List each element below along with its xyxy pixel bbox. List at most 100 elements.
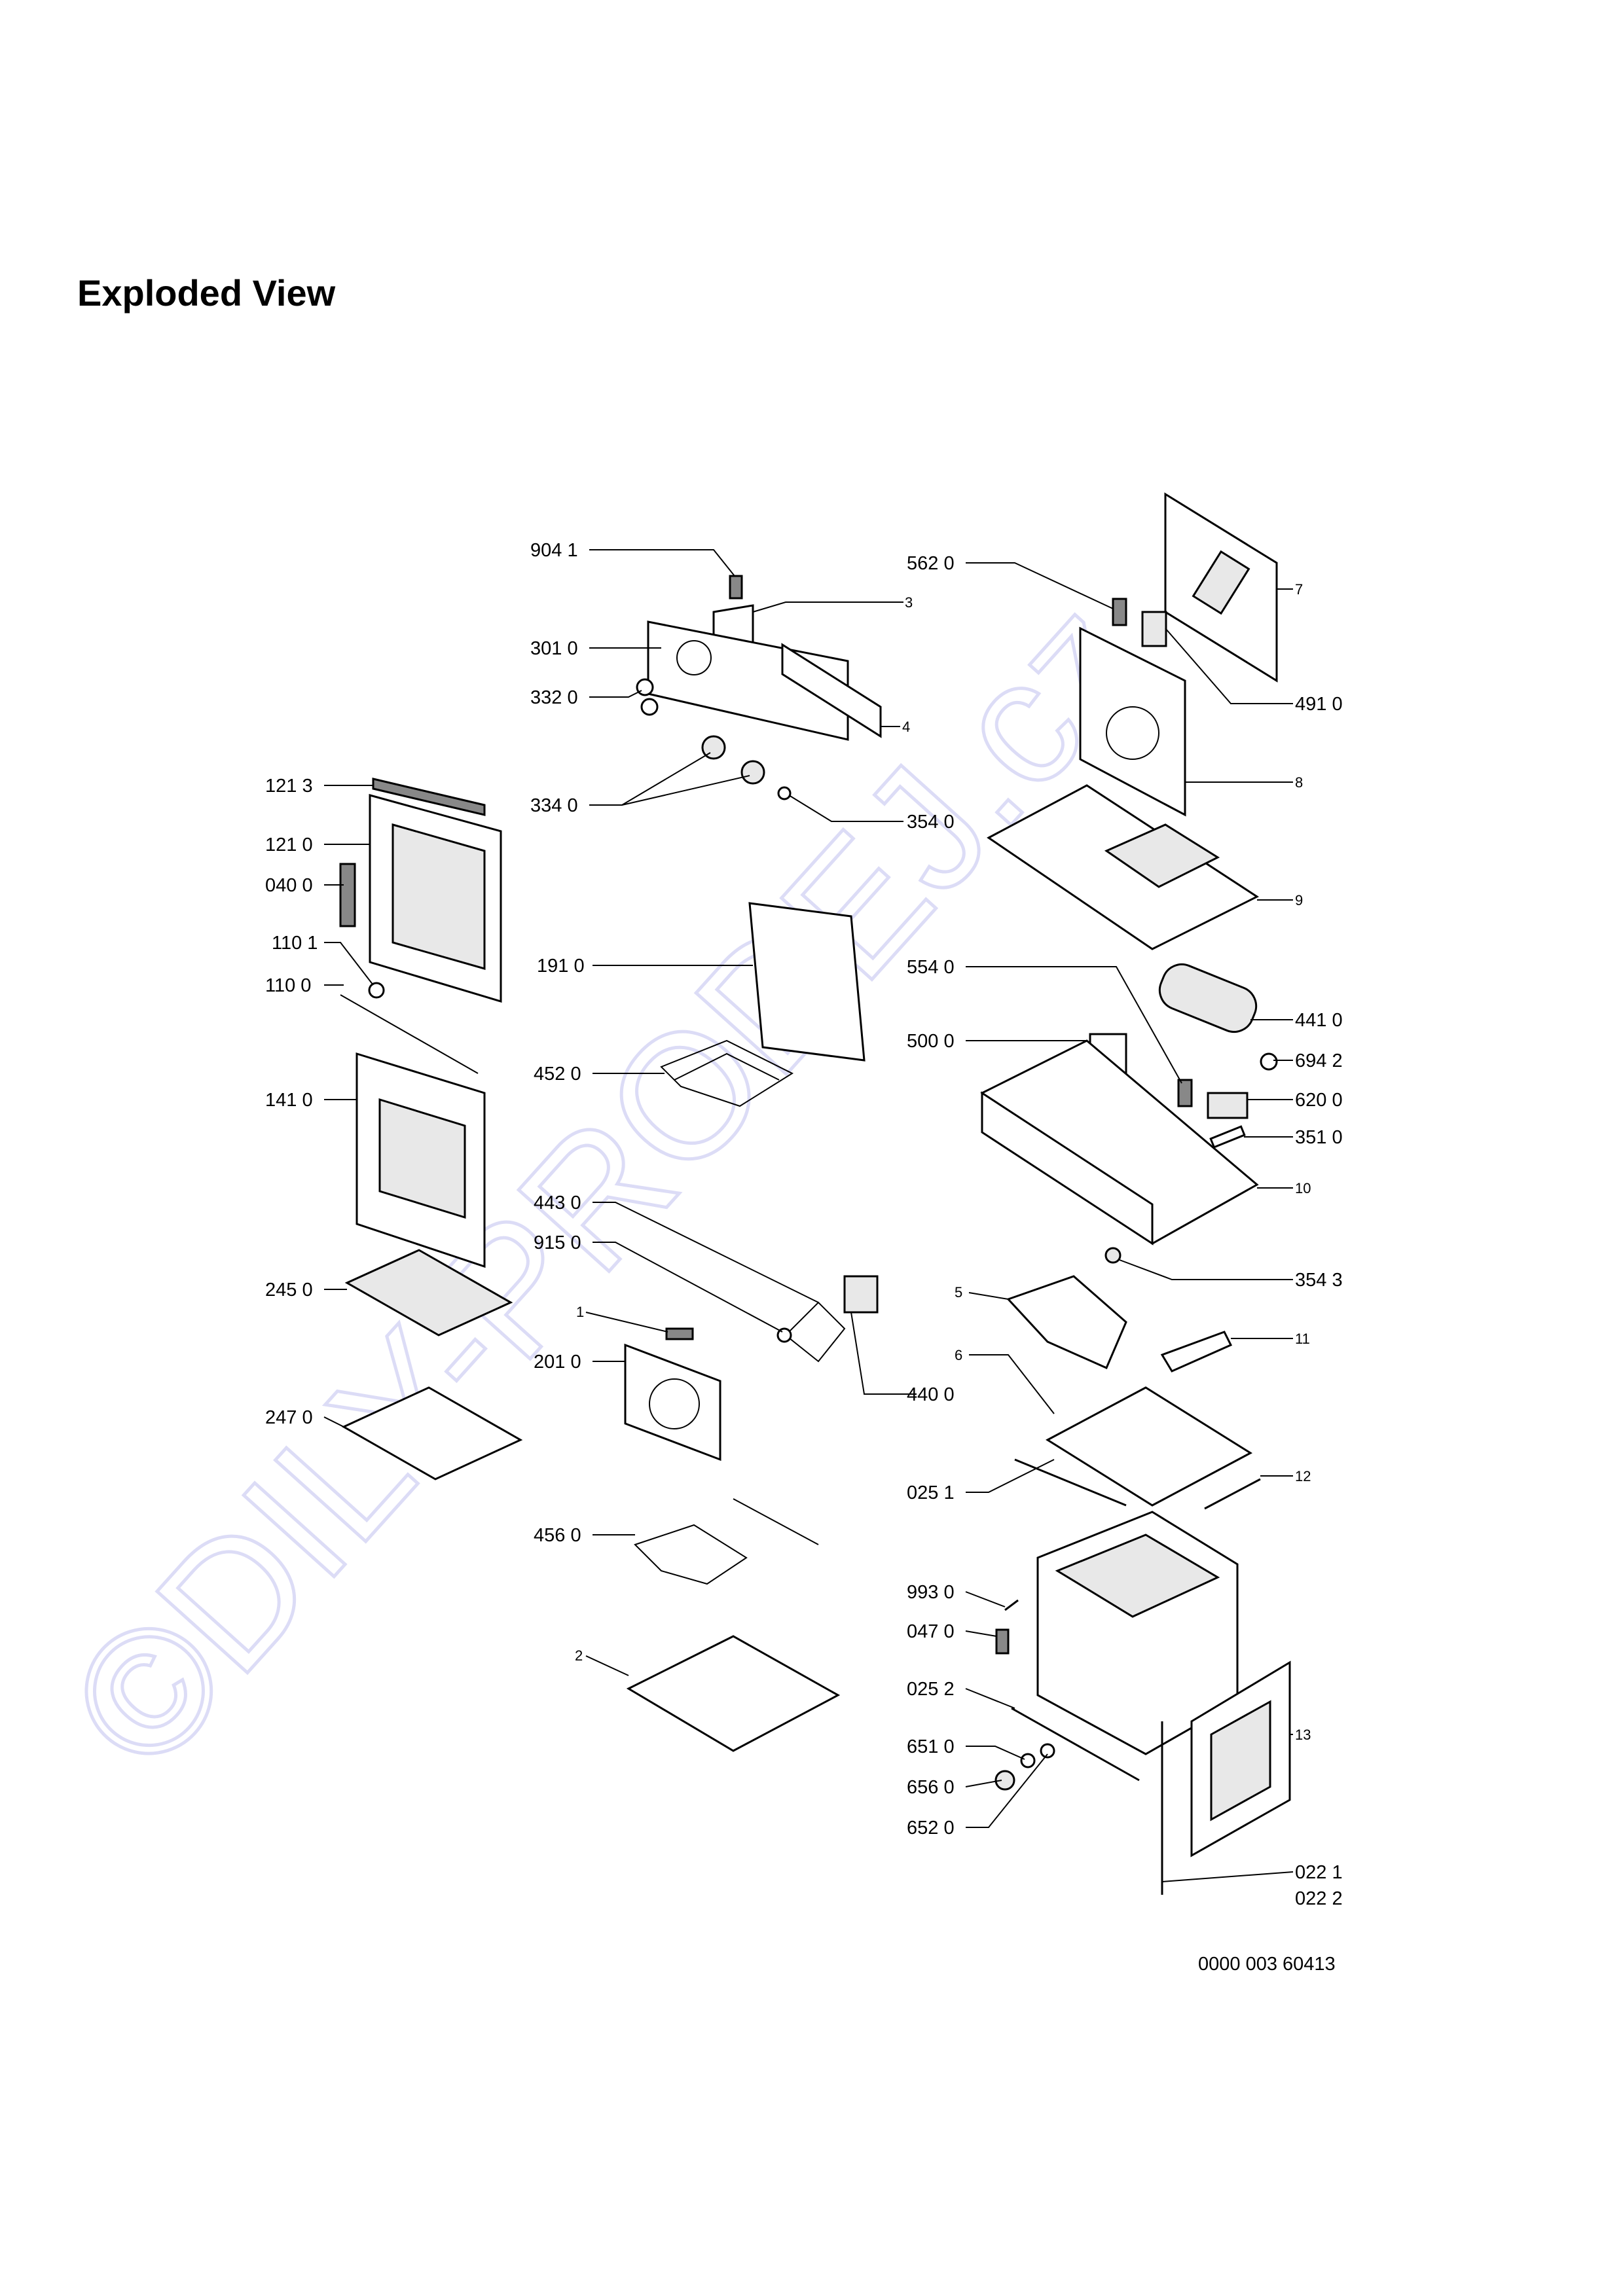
part-6520-shape xyxy=(1040,1743,1055,1759)
label-452-0: 452 0 xyxy=(534,1064,581,1085)
part-9-shape xyxy=(987,784,1260,950)
part-6942-shape xyxy=(1260,1052,1278,1071)
label-694-2: 694 2 xyxy=(1295,1050,1343,1071)
part-3340-knob-a xyxy=(701,735,726,760)
part-3010-hole xyxy=(676,640,712,675)
part-2-shape xyxy=(626,1635,841,1752)
part-4-shape xyxy=(781,643,882,738)
part-8-shape xyxy=(1079,626,1186,817)
label-441-0: 441 0 xyxy=(1295,1010,1343,1031)
label-500-0: 500 0 xyxy=(907,1031,955,1052)
rear-group xyxy=(987,492,1278,950)
part-4430-shape xyxy=(784,1301,846,1363)
label-10: 10 xyxy=(1295,1180,1311,1196)
cavity-group xyxy=(994,1275,1291,1895)
label-354-0: 354 0 xyxy=(907,812,955,833)
label-904-1: 904 1 xyxy=(530,540,578,561)
part-6-shape xyxy=(1046,1386,1252,1507)
part-2010-fan-guard xyxy=(649,1378,700,1429)
label-440-0: 440 0 xyxy=(907,1384,955,1405)
heating-group xyxy=(624,902,879,1752)
page-title: Exploded View xyxy=(77,272,336,314)
label-040-0: 040 0 xyxy=(265,875,313,896)
label-562-0: 562 0 xyxy=(907,553,955,574)
label-022-1: 022 1 xyxy=(1295,1862,1343,1883)
part-7-grille xyxy=(1192,550,1250,615)
part-12-shape xyxy=(1204,1478,1261,1510)
part-2450-shape xyxy=(344,1249,513,1336)
part-1100-shape xyxy=(340,994,479,1074)
label-11: 11 xyxy=(1295,1331,1310,1347)
leader-lines xyxy=(323,549,1294,1882)
part-3320-shape-b xyxy=(640,698,659,716)
part-9930-shape xyxy=(1004,1599,1019,1611)
label-2: 2 xyxy=(575,1647,583,1664)
label-025-1: 025 1 xyxy=(907,1482,955,1503)
part-3340-knob-b xyxy=(740,760,765,785)
label-301-0: 301 0 xyxy=(530,638,578,659)
label-110-1: 110 1 xyxy=(272,933,318,954)
part-labels: 904 1 3 301 0 332 0 4 334 0 354 0 562 0 … xyxy=(265,540,1343,1909)
part-8-fan-opening xyxy=(1106,706,1159,760)
label-191-0: 191 0 xyxy=(537,956,585,977)
part-2470-shape xyxy=(341,1386,523,1480)
label-334-0: 334 0 xyxy=(530,795,578,816)
part-5620-shape xyxy=(1112,598,1127,626)
part-4560-bracket xyxy=(733,1498,819,1545)
label-1: 1 xyxy=(576,1304,584,1320)
part-1410-window xyxy=(378,1098,466,1219)
label-3: 3 xyxy=(905,594,913,611)
label-025-2: 025 2 xyxy=(907,1679,955,1700)
part-13-inner xyxy=(1210,1700,1271,1821)
label-456-0: 456 0 xyxy=(534,1525,581,1546)
part-3543-shape xyxy=(1104,1247,1122,1264)
label-121-0: 121 0 xyxy=(265,834,313,855)
label-620-0: 620 0 xyxy=(1295,1090,1343,1111)
part-4910-shape xyxy=(1141,611,1167,647)
label-110-0: 110 0 xyxy=(265,975,311,996)
label-201-0: 201 0 xyxy=(534,1352,581,1372)
base-group xyxy=(980,963,1278,1264)
part-9-vents xyxy=(1104,823,1220,888)
part-3010-shape xyxy=(647,620,849,741)
part-4400-shape xyxy=(843,1275,879,1314)
label-4: 4 xyxy=(902,719,910,735)
part-0400-shape xyxy=(339,863,356,927)
label-915-0: 915 0 xyxy=(534,1232,581,1253)
part-1101-shape xyxy=(368,982,385,999)
part-5540-shape xyxy=(1177,1079,1193,1107)
label-12: 12 xyxy=(1295,1468,1311,1484)
label-121-3: 121 3 xyxy=(265,776,313,797)
part-3320-shape-a xyxy=(636,678,654,696)
part-0252-shape xyxy=(1011,1707,1140,1782)
part-0470-shape xyxy=(995,1628,1010,1655)
part-9041-shape xyxy=(729,575,743,600)
label-6: 6 xyxy=(955,1347,962,1363)
label-656-0: 656 0 xyxy=(907,1777,955,1798)
part-4560-shape xyxy=(634,1524,748,1585)
part-11-shape xyxy=(1160,1331,1233,1372)
label-047-0: 047 0 xyxy=(907,1621,955,1642)
part-3540-shape xyxy=(777,786,792,800)
label-651-0: 651 0 xyxy=(907,1736,955,1757)
document-number: 0000 003 60413 xyxy=(1198,1954,1336,1975)
label-247-0: 247 0 xyxy=(265,1407,313,1428)
label-245-0: 245 0 xyxy=(265,1280,313,1300)
control-panel-group xyxy=(636,575,882,800)
label-8: 8 xyxy=(1295,774,1303,791)
label-554-0: 554 0 xyxy=(907,957,955,978)
part-6200-shape xyxy=(1207,1092,1249,1119)
part-3510-shape xyxy=(1209,1125,1246,1149)
label-491-0: 491 0 xyxy=(1295,694,1343,715)
label-332-0: 332 0 xyxy=(530,687,578,708)
part-1910-shape xyxy=(748,902,866,1062)
label-022-2: 022 2 xyxy=(1295,1888,1343,1909)
label-652-0: 652 0 xyxy=(907,1818,955,1839)
part-0251-shape xyxy=(1014,1458,1127,1507)
part-1-shape xyxy=(665,1327,694,1340)
label-993-0: 993 0 xyxy=(907,1582,955,1603)
part-5-shape xyxy=(1006,1275,1127,1369)
part-4520-shape xyxy=(660,1039,794,1107)
label-7: 7 xyxy=(1295,581,1303,598)
label-351-0: 351 0 xyxy=(1295,1127,1343,1148)
